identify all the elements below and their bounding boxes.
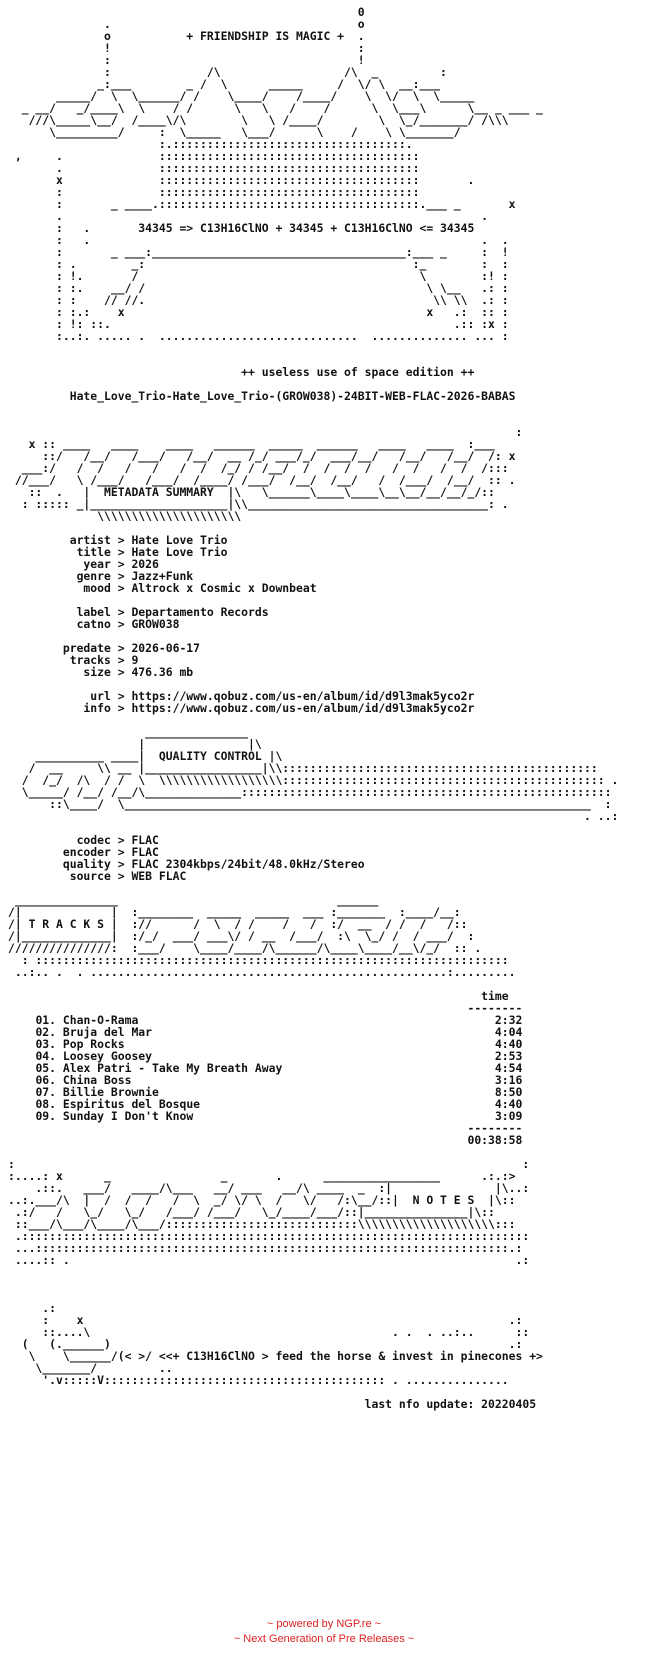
track-number: 03. (35, 1037, 57, 1051)
track-number: 06. (35, 1073, 57, 1087)
quality-control-art: _______________ | |\ __________ ____| QU… (21, 725, 619, 823)
track-number: 07. (35, 1085, 57, 1099)
metadata-row: size > 476.36 mb (8, 665, 194, 679)
track-row: 05. Alex Patri - Take My Breath Away 4:5… (8, 1061, 522, 1075)
track-row: 09. Sunday I Don't Know 3:09 (8, 1109, 522, 1123)
footer-powered-by[interactable]: ~ powered by NGP.re ~ (266, 1618, 382, 1630)
track-row: 07. Billie Brownie 8:50 (8, 1085, 522, 1099)
tracks-total-separator: -------- (8, 1121, 523, 1135)
track-list: 01. Chan-O-Rama 2:32 02. Bruja del Mar 4… (8, 1013, 522, 1123)
quality-row: quality > FLAC 2304kbps/24bit/48.0kHz/St… (8, 857, 365, 871)
metadata-row: tracks > 9 (8, 653, 139, 667)
metadata-row: predate > 2026-06-17 (8, 641, 201, 655)
metadata-row: catno > GROW038 (8, 617, 180, 631)
tracks-art: _______________ ______ /| | :________ __… (8, 893, 523, 1015)
track-time: 4:54 (494, 1061, 523, 1075)
metadata-row: mood > Altrock x Cosmic x Downbeat (8, 581, 317, 595)
quality-row: codec > FLAC (8, 833, 159, 847)
track-time: 4:40 (494, 1097, 523, 1111)
track-number: 02. (35, 1025, 57, 1039)
metadata-row: genre > Jazz+Funk (8, 569, 194, 583)
track-time: 8:50 (494, 1085, 523, 1099)
metadata-row: url > https://www.qobuz.com/us-en/album/… (8, 689, 475, 703)
metadata-row: title > Hate Love Trio (8, 545, 228, 559)
track-title: Chan-O-Rama (62, 1013, 139, 1027)
track-row: 01. Chan-O-Rama 2:32 (8, 1013, 522, 1027)
track-title: Bruja del Mar (62, 1025, 153, 1039)
track-row: 02. Bruja del Mar 4:04 (8, 1025, 522, 1039)
track-number: 09. (35, 1109, 57, 1123)
track-title: Espiritus del Bosque (62, 1097, 201, 1111)
track-time: 3:16 (494, 1073, 523, 1087)
metadata-row: year > 2026 (8, 557, 159, 571)
track-title: Pop Rocks (62, 1037, 125, 1051)
footer: ~ powered by NGP.re ~ ~ Next Generation … (0, 1617, 648, 1647)
track-time: 4:04 (494, 1025, 523, 1039)
nfo-art-block: 0 . o o + FRIENDSHIP IS MAGIC + . ! : : (8, 6, 618, 1410)
track-row: 08. Espiritus del Bosque 4:40 (8, 1097, 522, 1111)
track-row: 03. Pop Rocks 4:40 (8, 1037, 522, 1051)
notes-art: : : :....: x _ _ . _________________ .:.… (8, 1157, 543, 1411)
track-row: 06. China Boss 3:16 (8, 1073, 522, 1087)
track-title: Loosey Goosey (62, 1049, 153, 1063)
metadata-row: label > Departamento Records (8, 605, 269, 619)
track-title: Sunday I Don't Know (62, 1109, 194, 1123)
metadata-row: artist > Hate Love Trio (8, 533, 228, 547)
track-time: 2:32 (494, 1013, 523, 1027)
track-number: 04. (35, 1049, 57, 1063)
track-title: China Boss (62, 1073, 132, 1087)
quality-row: source > WEB FLAC (8, 869, 187, 883)
quality-row: encoder > FLAC (8, 845, 159, 859)
track-time: 3:09 (494, 1109, 523, 1123)
track-time: 4:40 (494, 1037, 523, 1051)
track-row: 04. Loosey Goosey 2:53 (8, 1049, 522, 1063)
track-time: 2:53 (494, 1049, 523, 1063)
track-number: 08. (35, 1097, 57, 1111)
track-title: Alex Patri - Take My Breath Away (62, 1061, 283, 1075)
header-art: 0 . o o + FRIENDSHIP IS MAGIC + . ! : : (14, 5, 543, 523)
metadata-summary: artist > Hate Love Trio title > Hate Lov… (8, 533, 474, 715)
tracks-total-time: 00:38:58 (8, 1133, 523, 1147)
footer-tagline: ~ Next Generation of Pre Releases ~ (233, 1633, 415, 1645)
track-title: Billie Brownie (62, 1085, 159, 1099)
track-number: 01. (35, 1013, 57, 1027)
metadata-row: info > https://www.qobuz.com/us-en/album… (8, 701, 475, 715)
track-number: 05. (35, 1061, 57, 1075)
